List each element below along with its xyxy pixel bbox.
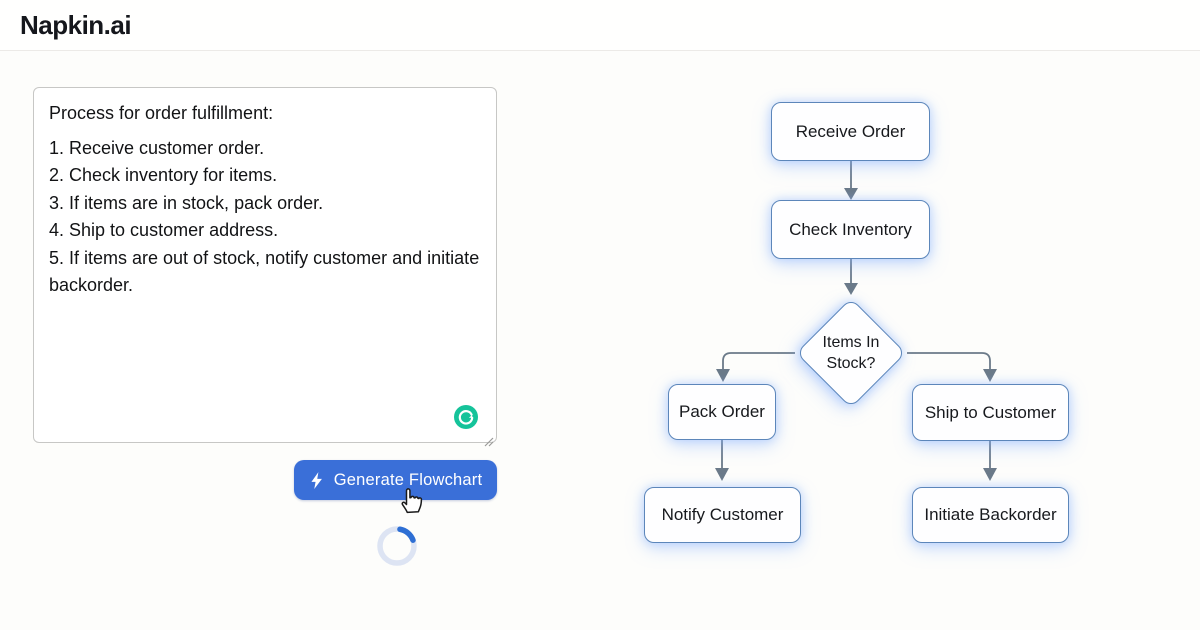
editor-step-line: 5. If items are out of stock, notify cus…: [49, 247, 480, 296]
editor-step-line: 1. Receive customer order.: [49, 137, 265, 158]
napkin-logo: Napkin.ai: [20, 9, 132, 40]
loading-spinner: [375, 524, 419, 568]
editor-title-line: Process for order fulfillment:: [49, 103, 274, 123]
generate-flowchart-button[interactable]: Generate Flowchart: [294, 460, 497, 500]
app-header: Napkin.ai: [0, 0, 1200, 51]
node-label: Pack Order: [679, 402, 765, 421]
flowchart-node-initiate-backorder[interactable]: Initiate Backorder: [912, 487, 1069, 543]
editor-step-line: 3. If items are in stock, pack order.: [49, 192, 324, 213]
generate-button-label: Generate Flowchart: [333, 470, 483, 489]
flowchart-node-check-inventory[interactable]: Check Inventory: [771, 200, 930, 259]
flowchart-node-receive-order[interactable]: Receive Order: [771, 102, 930, 161]
node-label: Receive Order: [795, 121, 906, 141]
grammarly-icon[interactable]: [454, 405, 478, 429]
editor-step-line: 4. Ship to customer address.: [49, 220, 279, 240]
flowchart-node-pack-order[interactable]: Pack Order: [668, 384, 776, 440]
flowchart-decision-items-in-stock[interactable]: [795, 297, 907, 409]
textarea-resize-handle[interactable]: [482, 428, 494, 447]
process-text-input[interactable]: Process for order fulfillment: 1. Receiv…: [33, 87, 497, 447]
node-label: Ship to Customer: [924, 402, 1057, 422]
flowchart-node-notify-customer[interactable]: Notify Customer: [644, 487, 801, 543]
flowchart-node-ship-to-customer[interactable]: Ship to Customer: [912, 384, 1069, 441]
editor-step-line: 2. Check inventory for items.: [49, 165, 278, 185]
node-label: Notify Customer: [661, 505, 784, 524]
node-label: Check Inventory: [789, 219, 912, 239]
node-label: Initiate Backorder: [924, 505, 1057, 524]
lightning-bolt-icon: [309, 471, 324, 490]
